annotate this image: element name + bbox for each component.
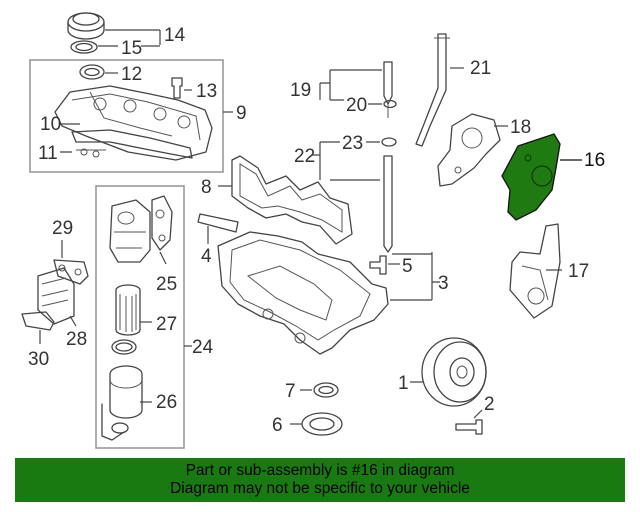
callout-8: 8 [201,177,212,198]
oil-pan-gasket[interactable] [231,155,353,245]
callout-29: 29 [52,218,73,239]
timing-cover-upper[interactable] [437,113,501,187]
oil-filter-oring[interactable] [111,339,137,355]
crankshaft-seal-large[interactable] [301,412,343,436]
oil-filter-housing-gasket[interactable] [151,195,173,251]
callout-15: 15 [121,38,142,59]
diagram-notice-banner: Part or sub-assembly is #16 in diagram D… [15,458,625,502]
callout-3: 3 [438,273,449,294]
callout-18: 18 [510,117,531,138]
filler-cap-seal[interactable] [70,40,98,54]
oil-filter-cap[interactable] [109,365,143,419]
dipstick-tube-seal[interactable] [381,137,397,147]
callout-4: 4 [201,246,212,267]
dipstick-tube[interactable] [383,155,393,253]
dipstick-guide-tube[interactable] [415,33,450,147]
valve-cover-gasket[interactable] [71,129,193,159]
dipstick-seal[interactable] [383,99,397,109]
sealant-tube[interactable] [197,213,239,233]
callout-30: 30 [28,349,49,370]
oil-filter-housing[interactable] [109,199,151,263]
callout-13: 13 [196,81,217,102]
valve-cover[interactable] [54,85,213,161]
callout-23: 23 [342,133,363,154]
crankshaft-seal-small[interactable] [313,382,339,398]
callout-25: 25 [156,274,177,295]
pulley-bolt[interactable] [455,419,483,435]
oil-cooler-bracket[interactable] [21,311,55,331]
dipstick-handle[interactable] [383,61,393,118]
drain-plug[interactable] [369,255,387,275]
callout-17: 17 [568,261,589,282]
callout-6: 6 [272,415,283,436]
callout-21: 21 [470,58,491,79]
callout-26: 26 [156,392,177,413]
valve-cover-cap-seal[interactable] [79,64,105,80]
notice-line-1: Part or sub-assembly is #16 in diagram [185,462,455,479]
callout-7: 7 [285,381,296,402]
callout-2: 2 [484,394,495,415]
callout-1: 1 [398,373,409,394]
callout-16: 16 [584,150,605,171]
callout-14: 14 [164,25,186,46]
oil-filter-element[interactable] [115,284,141,336]
crankshaft-pulley[interactable] [421,337,487,407]
notice-line-2: Diagram may not be specific to your vehi… [170,480,470,497]
callout-9: 9 [236,103,247,124]
callout-22: 22 [294,146,315,167]
callout-19: 19 [290,80,311,101]
callout-11: 11 [38,143,58,164]
oil-cooler[interactable] [37,267,75,325]
callout-12: 12 [121,64,142,85]
callout-10: 10 [40,114,61,135]
timing-cover-highlighted[interactable] [501,133,561,221]
callout-5: 5 [402,256,413,277]
valve-cover-group-box [29,59,224,173]
oil-filler-cap[interactable] [67,12,105,40]
timing-cover-lower[interactable] [509,223,561,319]
callout-28: 28 [66,329,87,350]
oil-cooler-gasket[interactable] [53,259,89,285]
oil-filter-drain-seal[interactable] [101,403,129,441]
callout-27: 27 [156,314,177,335]
oil-pan[interactable] [217,231,389,355]
callout-24: 24 [192,337,214,358]
callout-20: 20 [346,95,367,116]
pcv-valve[interactable] [171,77,183,99]
oil-filter-group-box [95,185,185,449]
